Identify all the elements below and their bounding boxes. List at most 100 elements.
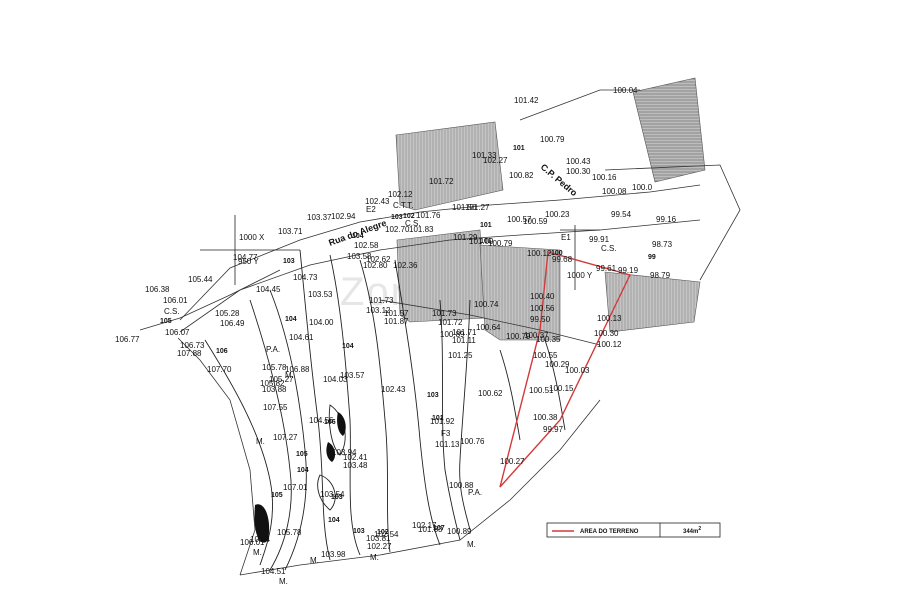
contour-line — [249, 299, 292, 571]
elevation-label: 106.01 — [163, 296, 188, 305]
contour-tag: 99 — [648, 254, 656, 261]
elevation-label: 103.54 — [320, 490, 345, 499]
elevation-label: 99.68 — [552, 255, 573, 264]
elevation-label: 104.56 — [309, 416, 334, 425]
elevation-label: 100.23 — [545, 210, 570, 219]
elevation-label: 100.38 — [533, 413, 558, 422]
elevation-label: 101.50 — [452, 203, 477, 212]
elevation-label: 100.12 — [597, 340, 622, 349]
elevation-label: 103.81 — [366, 534, 391, 543]
elevation-label: 102.70 — [385, 225, 410, 234]
elevation-label: 105.27 — [269, 375, 294, 384]
elevation-label: 101.73 — [369, 296, 394, 305]
marker-label: M. — [310, 556, 319, 565]
contours — [204, 249, 566, 571]
marker-label: P.A. — [468, 488, 482, 497]
elevation-label: 105.78 — [277, 528, 302, 537]
elevation-label: 107.01 — [283, 483, 308, 492]
elevation-label: 101.09 — [469, 237, 494, 246]
elevation-label: 100.55 — [533, 351, 558, 360]
elevation-label: 101.83 — [409, 225, 434, 234]
elevation-label: 100.40 — [530, 292, 555, 301]
elevation-label: 102.43 — [381, 385, 406, 394]
elevation-label: 102.17 — [412, 521, 437, 530]
elevation-label: 107.88 — [177, 349, 202, 358]
marker-label: E1 — [561, 233, 571, 242]
elevation-label: 106.38 — [145, 285, 170, 294]
contour-tag: 104 — [342, 343, 354, 350]
elevation-label: 102.80 — [363, 261, 388, 270]
elevation-label: 100.15 — [549, 384, 574, 393]
contour-tag: 103 — [427, 392, 439, 399]
contour-line — [439, 299, 461, 541]
contour-line — [544, 339, 566, 431]
buildings — [395, 77, 706, 341]
elevation-label: 100.16 — [592, 173, 617, 182]
contour-tag: 105 — [160, 318, 172, 325]
elevation-label: 100.74 — [474, 300, 499, 309]
elevation-label: 99.50 — [530, 315, 551, 324]
elevation-label: 101.25 — [448, 351, 473, 360]
elevation-label: 100.35 — [536, 335, 561, 344]
contour-line — [329, 254, 361, 556]
elevation-label: 103.57 — [340, 371, 365, 380]
marker-label: F3 — [441, 429, 451, 438]
legend-label: AREA DO TERRENO — [580, 529, 639, 535]
contour-tag: 101 — [432, 415, 444, 422]
contour-tag: 103 — [353, 528, 365, 535]
elevation-label: 101.76 — [416, 211, 441, 220]
elevation-label: 107.55 — [263, 403, 288, 412]
elevation-label: 106.49 — [220, 319, 245, 328]
elevation-label: 100.30 — [594, 329, 619, 338]
elevation-label: 104.45 — [256, 285, 281, 294]
contour-tag: 102 — [377, 529, 389, 536]
elevation-label: 106.01 — [240, 538, 265, 547]
elevation-label: 100.30 — [566, 167, 591, 176]
elevation-label: 101.73 — [432, 309, 457, 318]
elevation-label: 101.11 — [452, 336, 476, 345]
road-edge — [179, 219, 701, 333]
elevation-label: 106.07 — [165, 328, 190, 337]
elevation-label: 102.43 — [365, 197, 390, 206]
elevation-label: 102.54 — [374, 530, 399, 539]
elevation-label: 103.53 — [308, 290, 333, 299]
elevation-label: 98.79 — [650, 271, 671, 280]
contour-tag: 104 — [328, 517, 340, 524]
elevation-label: 100.89 — [447, 527, 472, 536]
elevation-label: 104.03 — [323, 375, 348, 384]
building — [395, 121, 504, 211]
elevation-label: 103.94 — [332, 448, 357, 457]
contour-tag: 106 — [216, 348, 228, 355]
elevation-label: 102.41 — [343, 453, 368, 462]
elevation-label: 100.82 — [509, 171, 534, 180]
contour-line — [317, 474, 336, 511]
elevation-label: 104.61 — [289, 333, 314, 342]
contour-line — [299, 249, 331, 561]
elevation-label: 103.88 — [262, 385, 287, 394]
road-edge — [139, 269, 281, 331]
elevation-label: 102.94 — [331, 212, 356, 221]
elevation-label: 101.33 — [472, 151, 497, 160]
elevation-label: 100.57 — [507, 215, 532, 224]
contour-line — [269, 289, 307, 571]
contour-tag: 104 — [285, 316, 297, 323]
building — [479, 244, 561, 341]
elevation-label: 106.4 — [250, 535, 271, 544]
elevation-labels: 101.42100.04100.79101.33102.27100.82100.… — [115, 86, 677, 576]
contour-tag: 101 — [513, 145, 525, 152]
contour-tag: 103 — [283, 258, 295, 265]
elevation-label: 100.62 — [478, 389, 503, 398]
elevation-label: 100.56 — [530, 304, 555, 313]
elevation-label: 100.89 — [440, 330, 465, 339]
shaded-feature — [326, 442, 336, 462]
elevation-label: 100.64 — [476, 323, 501, 332]
parcel-edge — [379, 299, 601, 346]
elevation-label: 100.88 — [449, 481, 474, 490]
elevation-label: 106.73 — [180, 341, 205, 350]
contour-tag: 105 — [296, 451, 308, 458]
elevation-label: 103.71 — [278, 227, 303, 236]
elevation-label: 100.29 — [545, 360, 570, 369]
